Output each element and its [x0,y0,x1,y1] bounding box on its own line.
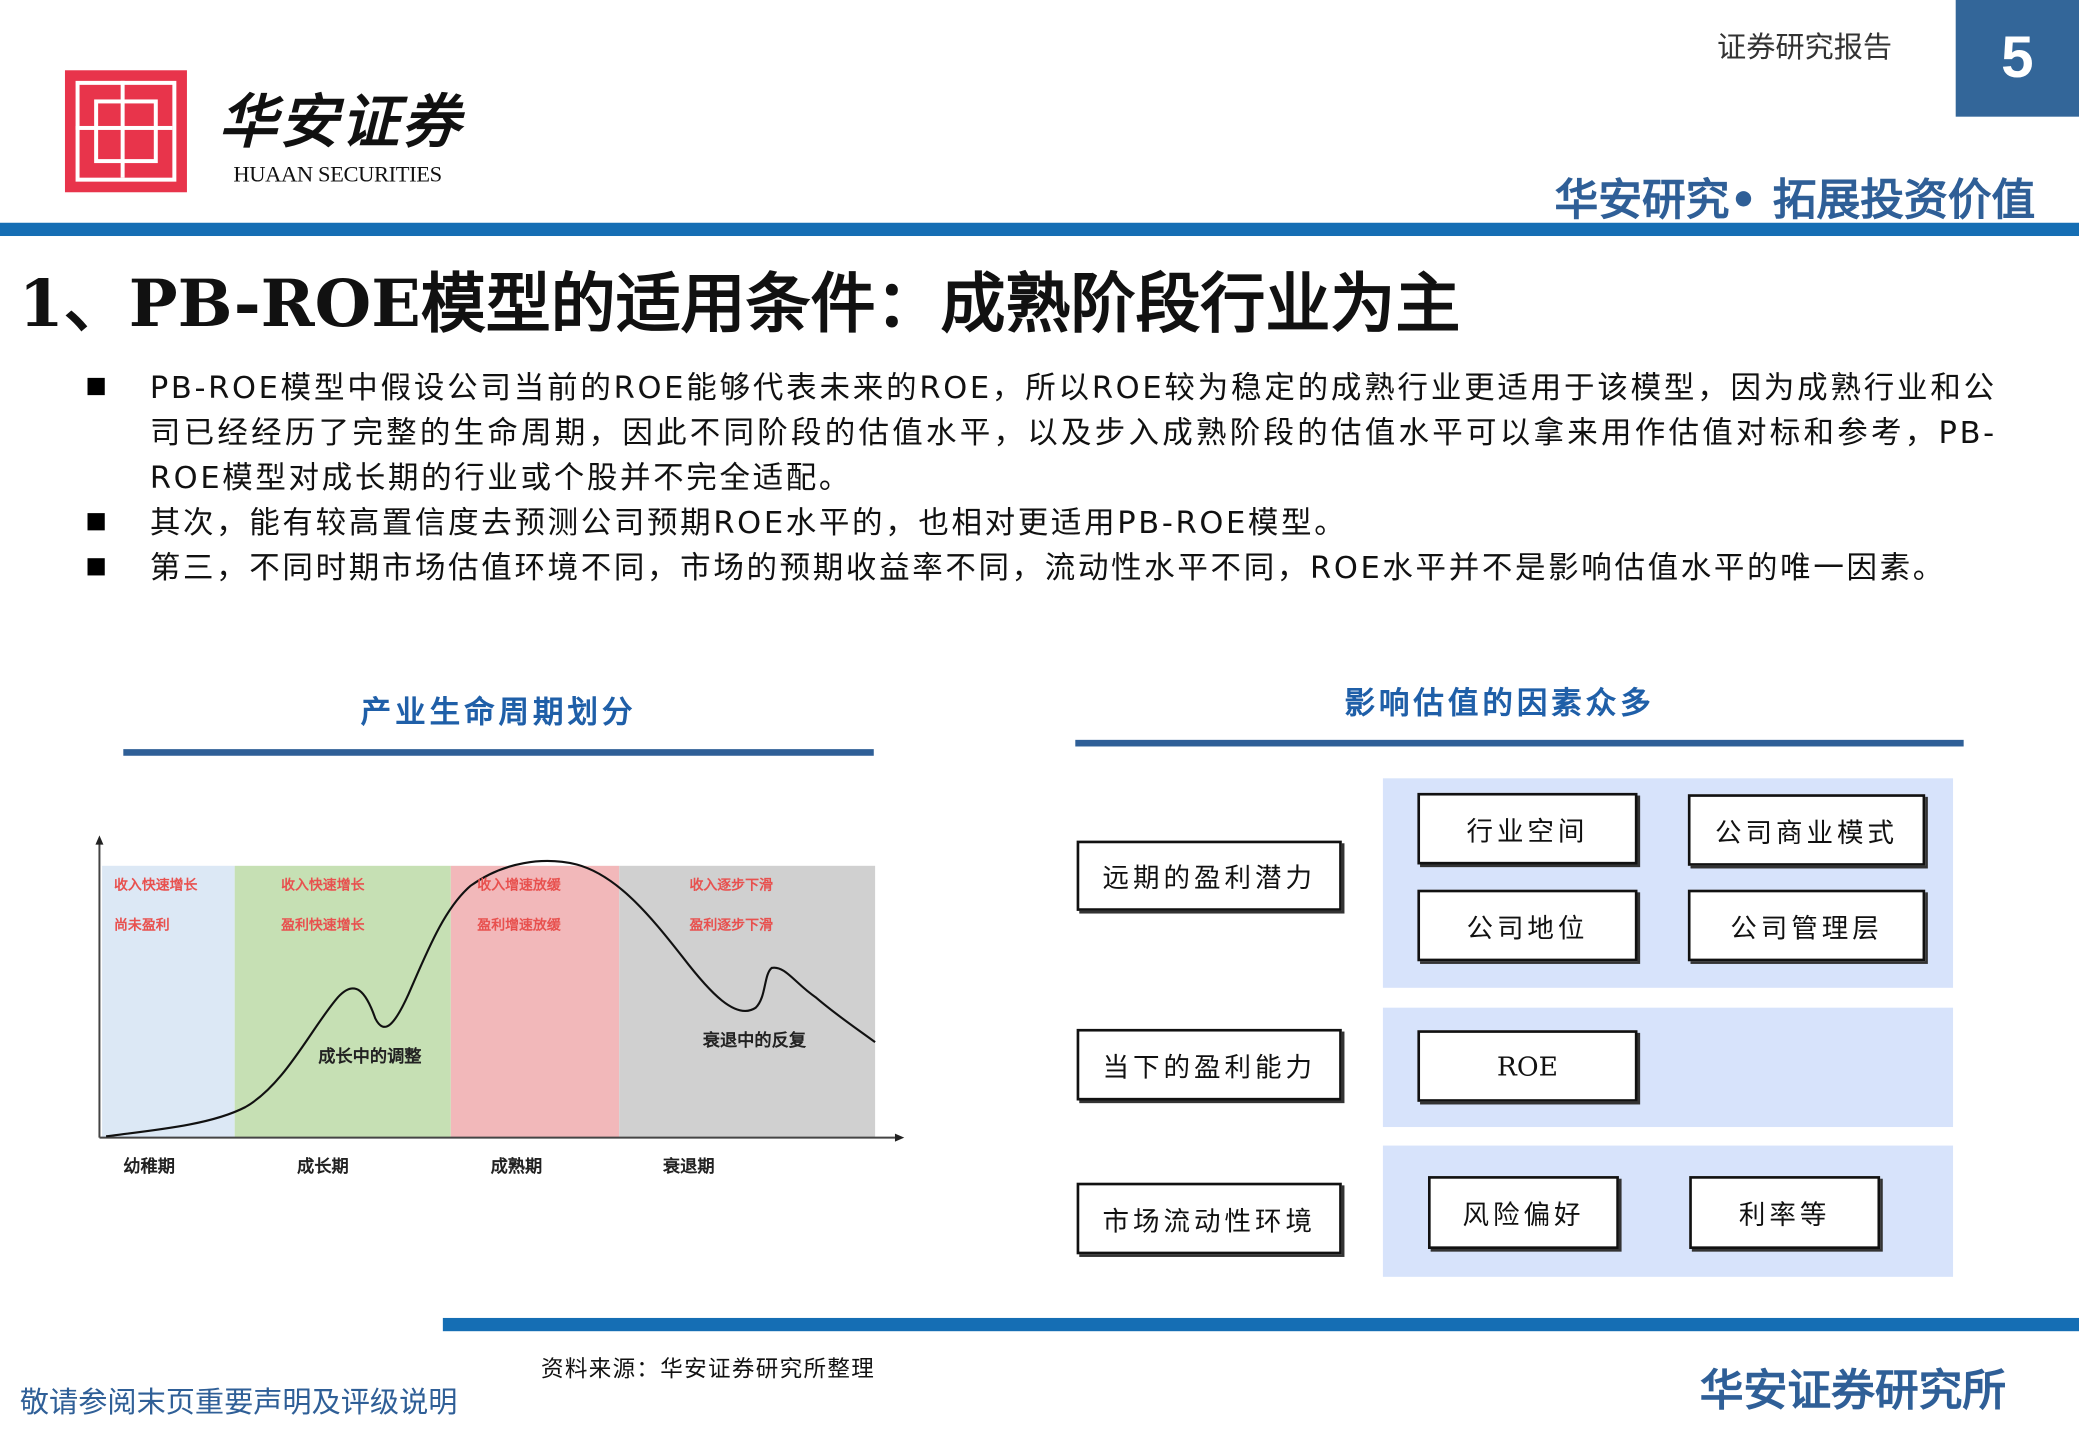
factor-item: 公司地位 [1417,889,1638,962]
stage-band-decline [619,865,876,1138]
lifecycle-curve [105,859,876,1138]
lifecycle-title: 产业生命周期划分 [360,694,637,731]
bullet-item: PB-ROE模型中假设公司当前的ROE能够代表未来的ROE，所以ROE较为稳定的… [82,366,1997,501]
stage-note: 收入快速增长 [114,877,198,894]
stage-note: 盈利增速放缓 [476,916,562,933]
page-title: 1、PB-ROE模型的适用条件：成熟阶段行业为主 [18,265,1461,343]
stage-label: 成熟期 [491,1156,543,1177]
logo-text-cn: 华安证券 [218,88,463,157]
factor-item: 风险偏好 [1427,1176,1619,1249]
stage-note: 收入增速放缓 [477,877,562,894]
bullet-square-icon [87,377,105,396]
stage-label: 衰退期 [662,1156,715,1177]
lifecycle-title-underline [123,749,874,756]
factor-item: 利率等 [1689,1176,1881,1249]
factor-item: ROE [1417,1030,1638,1102]
factors-title: 影响估值的因素众多 [1344,685,1655,722]
stage-note: 收入逐步下滑 [689,877,773,894]
stage-label: 幼稚期 [123,1156,175,1177]
footer-org-name: 华安证券研究所 [1699,1364,2007,1417]
slogan: 华安研究• 拓展投资价值 [1554,173,2036,226]
factors-title-underline [1075,739,1964,747]
factor-group-label: 远期的盈利潜力 [1076,840,1342,911]
header-divider [0,222,2079,237]
stage-note: 收入快速增长 [281,877,365,894]
logo-text-en: HUAAN SECURITIES [233,161,442,187]
bullet-item: 第三，不同时期市场估值环境不同，市场的预期收益率不同，流动性水平不同，ROE水平… [82,546,1997,591]
stage-band-growth [234,865,451,1138]
disclaimer-link[interactable]: 敬请参阅末页重要声明及评级说明 [19,1386,458,1421]
stage-label: 成长期 [297,1156,349,1177]
stage-note: 尚未盈利 [114,916,170,933]
source-note: 资料来源：华安证券研究所整理 [540,1356,876,1383]
stage-note: 盈利快速增长 [280,916,365,933]
bullet-square-icon [87,513,105,531]
huaan-logo-mark [64,70,187,193]
y-axis-arrow-icon [95,835,104,845]
page-number: 5 [1955,0,2079,117]
factor-group-label: 当下的盈利能力 [1076,1028,1342,1101]
factor-item: 公司管理层 [1687,889,1926,962]
x-axis-arrow-icon [894,1133,905,1142]
stage-band-mature [450,865,620,1138]
stage-note: 盈利逐步下滑 [688,916,773,933]
curve-annotation: 衰退中的反复 [702,1030,807,1051]
bullet-square-icon [87,558,105,576]
factor-item: 行业空间 [1417,792,1638,865]
factor-item: 公司商业模式 [1687,794,1926,866]
stage-band-infant [102,865,235,1138]
bullet-list: PB-ROE模型中假设公司当前的ROE能够代表未来的ROE，所以ROE较为稳定的… [82,366,1997,591]
bullet-item: 其次，能有较高置信度去预测公司预期ROE水平的，也相对更适用PB-ROE模型。 [82,501,1997,546]
curve-annotation: 成长中的调整 [318,1046,422,1067]
footer-divider [442,1317,2079,1332]
factor-group-label: 市场流动性环境 [1076,1182,1342,1255]
report-type: 证券研究报告 [1717,31,1893,65]
